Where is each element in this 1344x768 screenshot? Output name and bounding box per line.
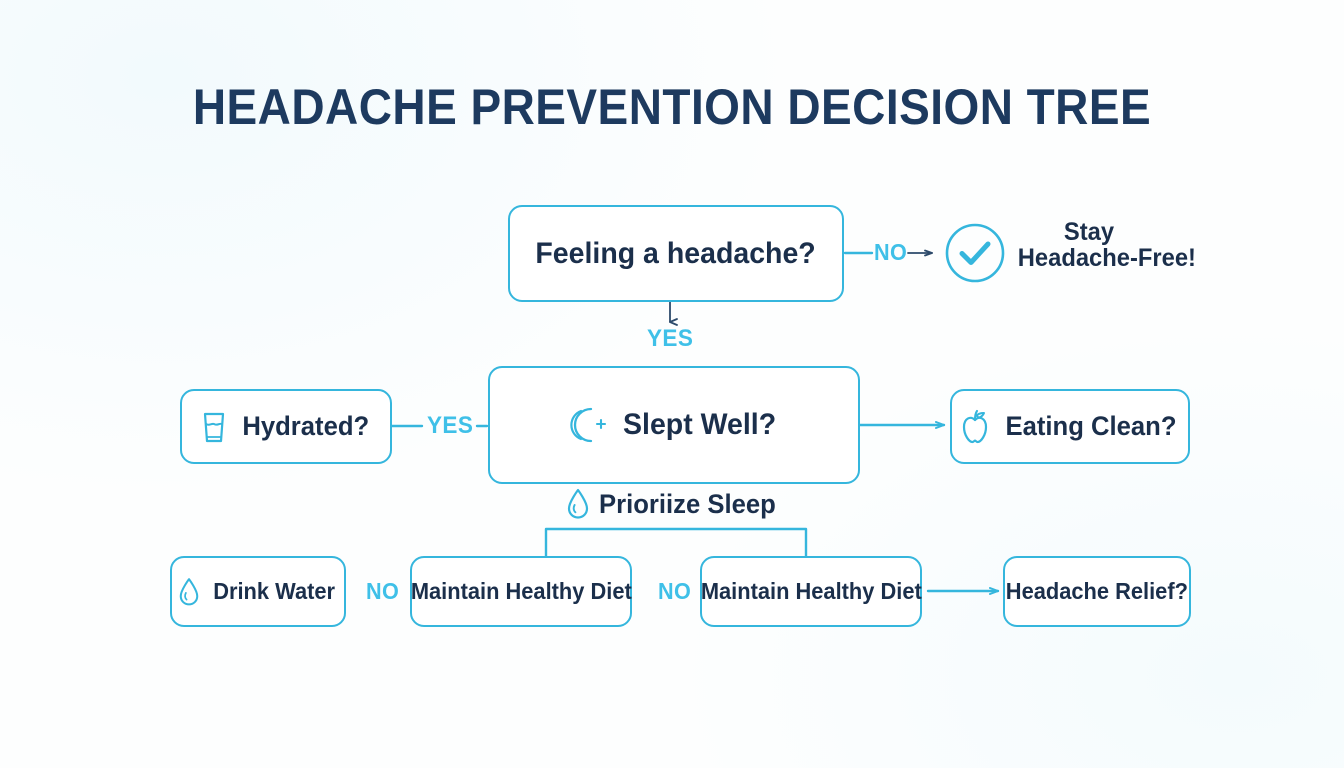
node-feeling-headache-label: Feeling a headache? xyxy=(535,236,817,270)
edge-label-no-top: NO xyxy=(874,239,908,265)
node-drink-water[interactable]: Drink Water xyxy=(170,556,346,627)
edge-label-yes-down: YES xyxy=(647,325,694,352)
node-hydrated-label: Hydrated? xyxy=(242,411,370,441)
node-hydrated[interactable]: Hydrated? xyxy=(180,389,392,464)
outcome-line-1: Stay xyxy=(1063,218,1115,246)
water-drop-icon xyxy=(566,488,590,520)
node-headache-relief[interactable]: Headache Relief? xyxy=(1003,556,1191,627)
node-drink-water-label: Drink Water xyxy=(213,578,335,604)
node-eating-clean-label: Eating Clean? xyxy=(1005,411,1177,441)
page-title: HEADACHE PREVENTION DECISION TREE xyxy=(192,79,1152,135)
node-slept-well-label: Slept Well? xyxy=(623,408,777,441)
check-circle-icon xyxy=(944,222,1006,289)
node-feeling-headache[interactable]: Feeling a headache? xyxy=(508,205,844,302)
edge-label-no-left-bottom: NO xyxy=(366,578,400,604)
annotation-prioritize-sleep-label: Prioriize Sleep xyxy=(599,488,776,519)
water-glass-icon xyxy=(199,409,229,445)
node-eating-clean[interactable]: Eating Clean? xyxy=(950,389,1190,464)
node-maintain-diet-right-label: Maintain Healthy Diet xyxy=(700,578,922,604)
annotation-prioritize-sleep: Prioriize Sleep xyxy=(566,488,785,520)
apple-icon xyxy=(959,408,991,446)
water-drop-icon xyxy=(178,577,200,607)
node-slept-well[interactable]: Slept Well? xyxy=(488,366,860,484)
node-maintain-diet-left-label: Maintain Healthy Diet xyxy=(410,578,632,604)
outcome-line-2: Headache-Free! xyxy=(1017,243,1196,272)
crescent-moon-icon xyxy=(567,405,609,445)
outcome-stay-headache-free: Stay Headache-Free! xyxy=(1017,218,1196,272)
edge-label-no-right-bottom: NO xyxy=(658,578,692,604)
node-maintain-diet-right[interactable]: Maintain Healthy Diet xyxy=(700,556,922,627)
node-headache-relief-label: Headache Relief? xyxy=(1005,578,1189,604)
node-maintain-diet-left[interactable]: Maintain Healthy Diet xyxy=(410,556,632,627)
edge-label-yes-hydrated: YES xyxy=(427,412,474,439)
